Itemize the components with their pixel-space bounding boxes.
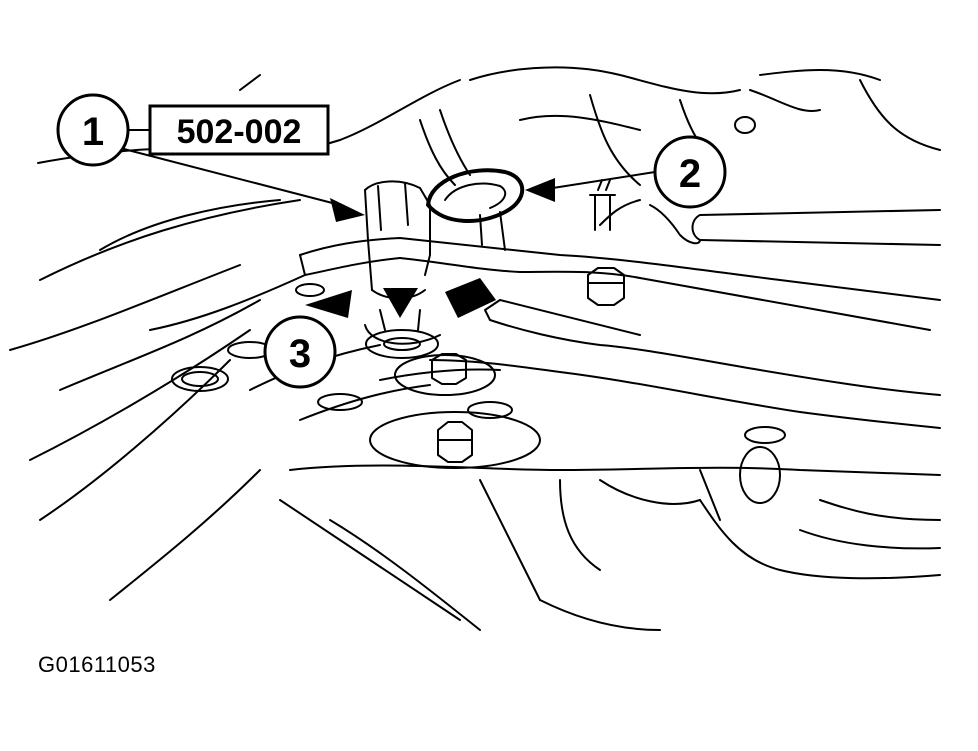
retaining-ring: [426, 168, 525, 251]
callout-2: 2: [653, 135, 727, 209]
arrows: [305, 178, 555, 318]
callout-1: 1: [56, 93, 130, 167]
arrow-right: [445, 278, 496, 318]
tool-label-box: 502-002: [148, 104, 330, 156]
arrow-item1: [330, 198, 365, 222]
bolt-center: [437, 421, 473, 463]
arrow-item2: [525, 178, 555, 202]
arrow-center: [383, 288, 418, 318]
callout-1-number: 1: [82, 110, 104, 154]
crossmember: [149, 237, 941, 476]
mounting-holes: [171, 283, 786, 469]
bolt-upper: [431, 353, 467, 385]
leader-lines: [119, 129, 656, 206]
figure-id: G01611053: [38, 652, 156, 677]
callout-3-number: 3: [289, 332, 311, 376]
callout-3: 3: [263, 315, 337, 389]
lower-panel: [279, 446, 941, 631]
control-arm-bushing: [364, 180, 441, 359]
arrow-left: [305, 290, 352, 318]
tool-label: 502-002: [177, 113, 302, 151]
bolt-right: [587, 267, 625, 306]
stabilizer-bar: [589, 179, 941, 246]
callout-2-number: 2: [679, 152, 701, 196]
